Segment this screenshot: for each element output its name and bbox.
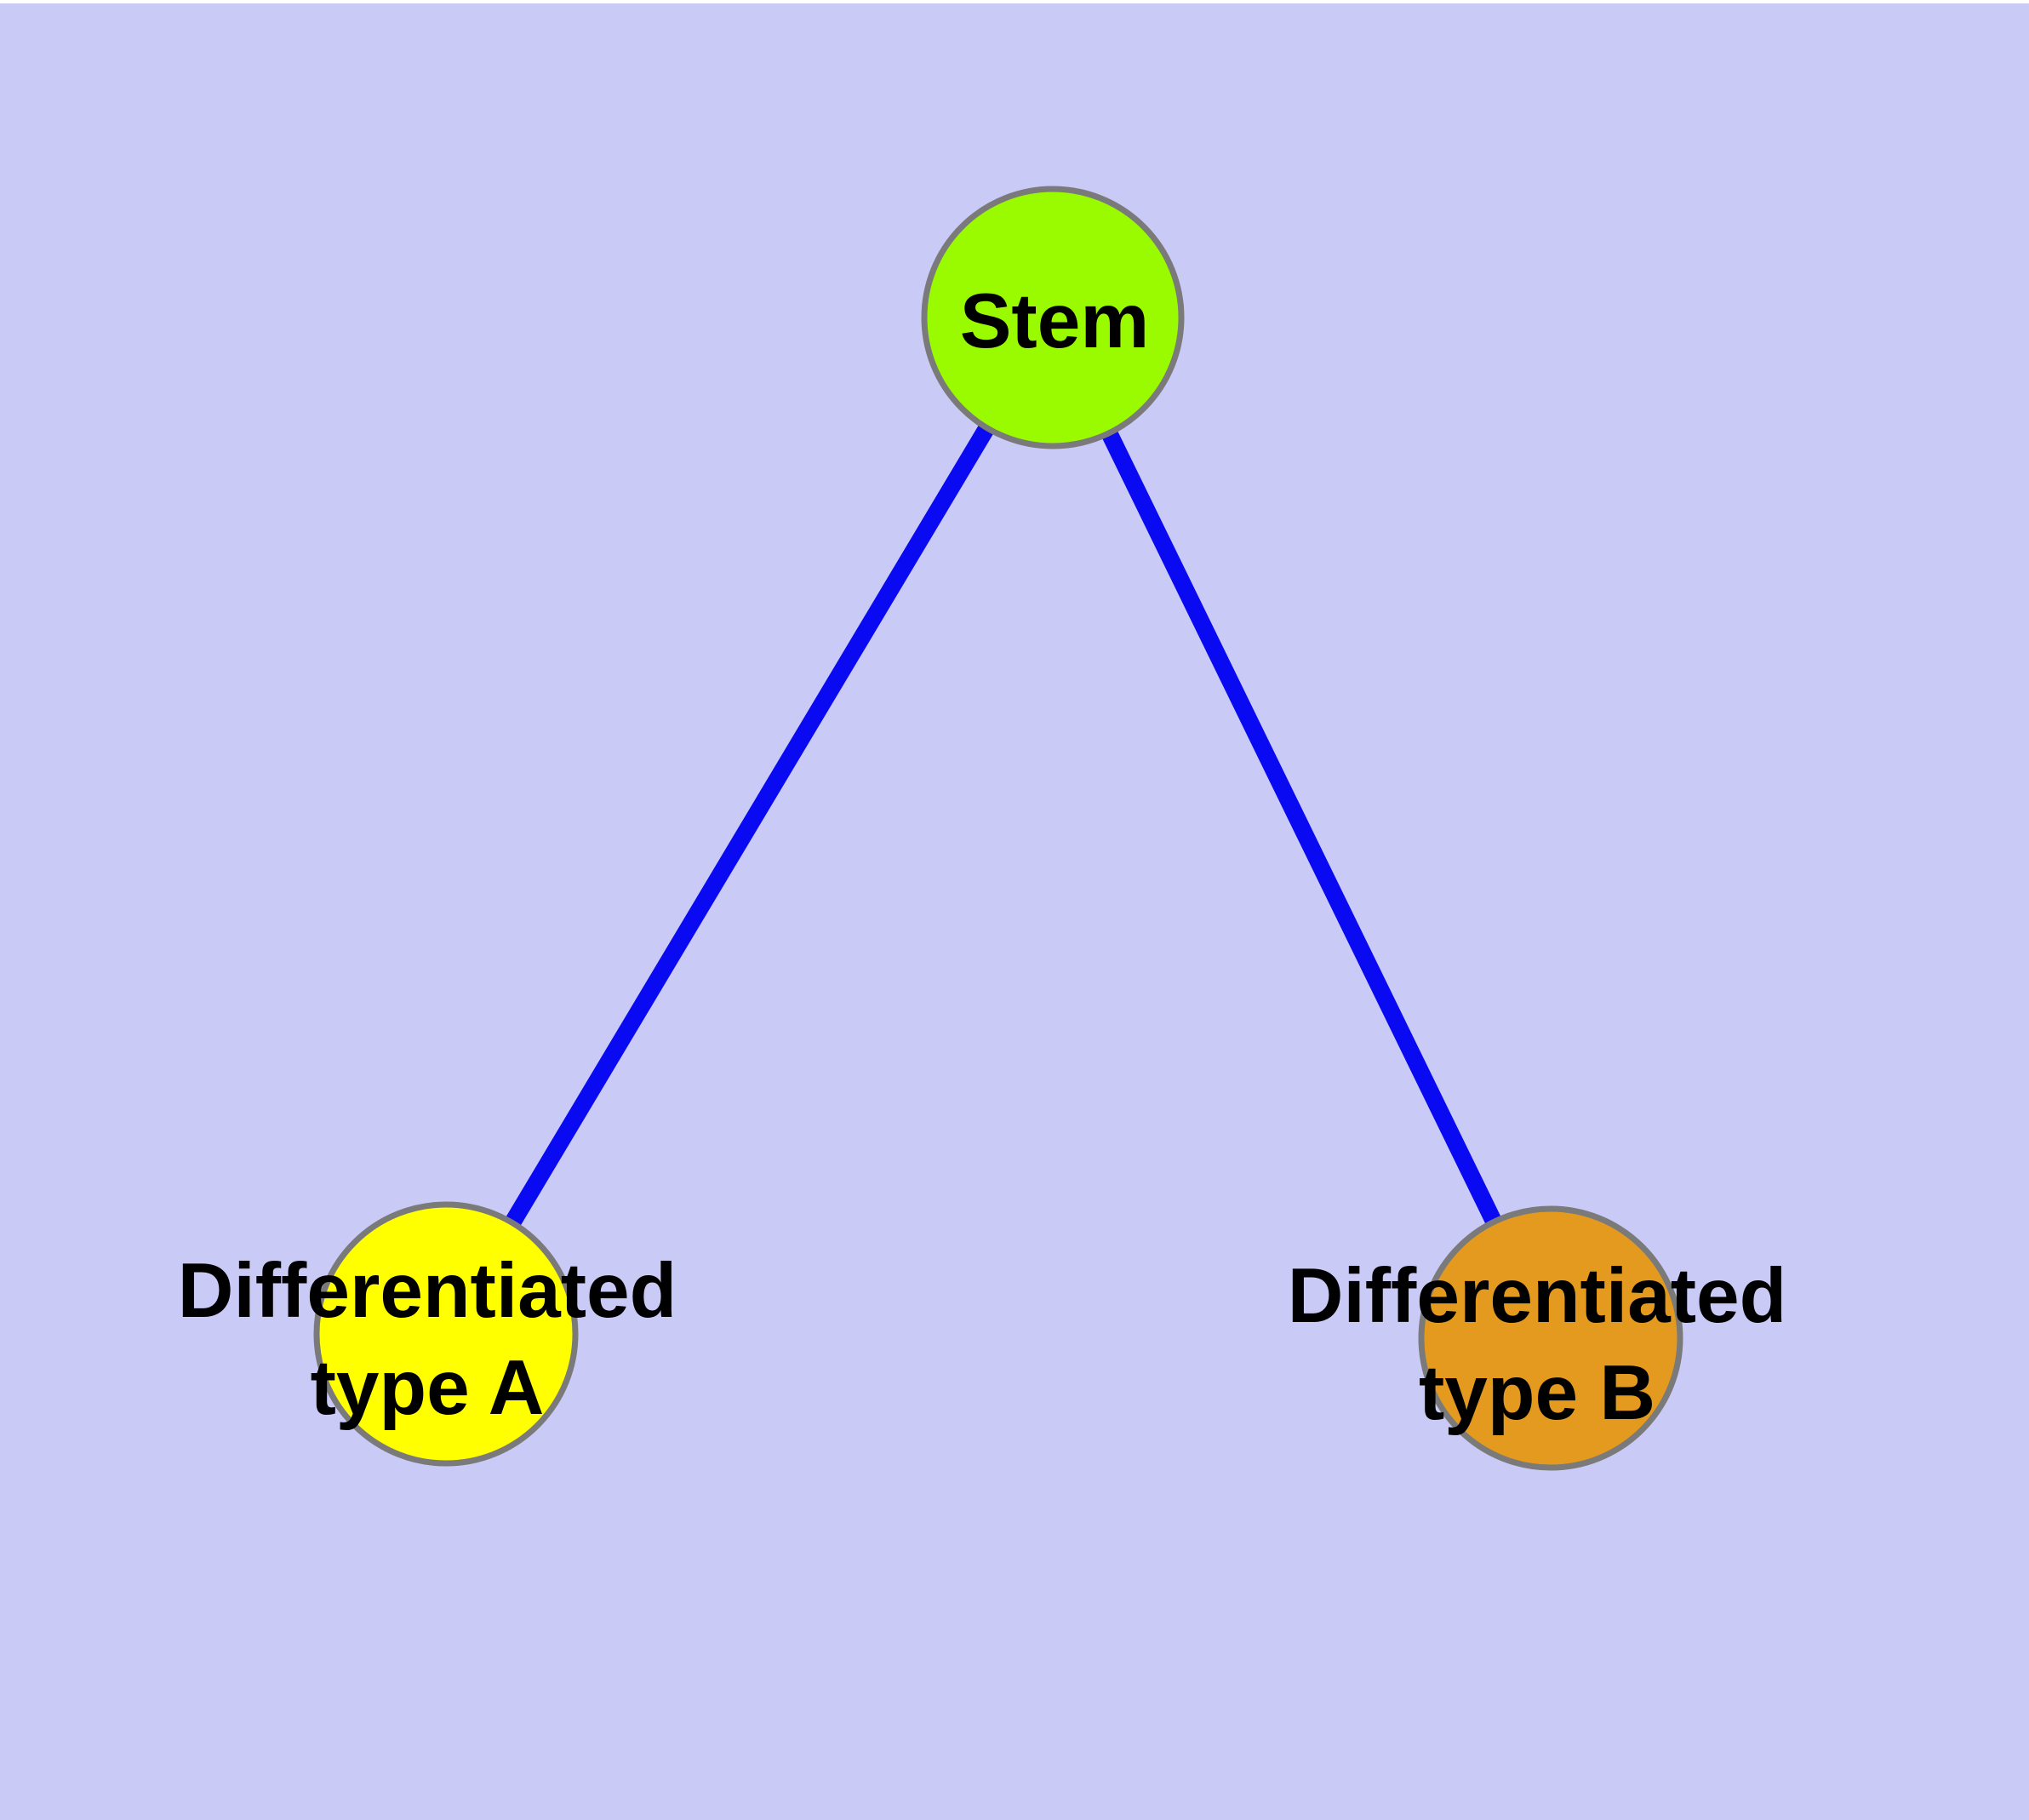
node-stem: Stem	[921, 186, 1185, 449]
node-type-a-circle	[313, 1201, 579, 1467]
edge-stem-to-type-b	[1045, 313, 1558, 1342]
node-stem-circle	[921, 186, 1185, 449]
top-edge-strip	[0, 0, 2029, 3]
node-stem-label: Stem	[960, 278, 1150, 364]
node-type-b-circle	[1418, 1205, 1683, 1471]
node-type-b: Differentiated type B	[1288, 1205, 1787, 1471]
node-type-a-label-line1: Differentiated	[178, 1248, 677, 1334]
node-type-b-label-line2: type B	[1419, 1350, 1655, 1436]
edge-stem-to-type-a	[438, 312, 1060, 1339]
node-type-a-label-line2: type A	[311, 1345, 545, 1431]
node-type-b-label-line1: Differentiated	[1288, 1253, 1787, 1339]
edges	[438, 312, 1558, 1342]
node-type-a: Differentiated type A	[178, 1201, 677, 1467]
